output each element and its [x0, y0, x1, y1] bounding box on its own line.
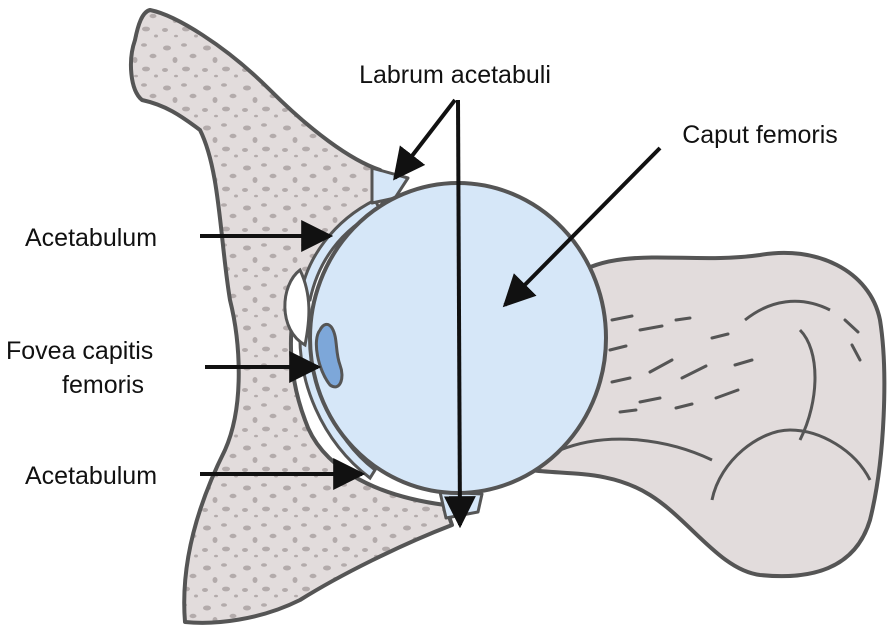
label-acetabulum-bottom: Acetabulum — [25, 462, 157, 490]
label-acetabulum-top: Acetabulum — [25, 224, 157, 252]
label-caput-femoris: Caput femoris — [682, 121, 838, 149]
label-fovea-line2: femoris — [62, 371, 144, 399]
label-labrum-acetabuli: Labrum acetabuli — [359, 61, 551, 89]
label-fovea-line1: Fovea capitis — [6, 337, 153, 365]
arrow-labrum-top — [395, 100, 455, 178]
arrow-labrum-bottom — [458, 100, 460, 525]
